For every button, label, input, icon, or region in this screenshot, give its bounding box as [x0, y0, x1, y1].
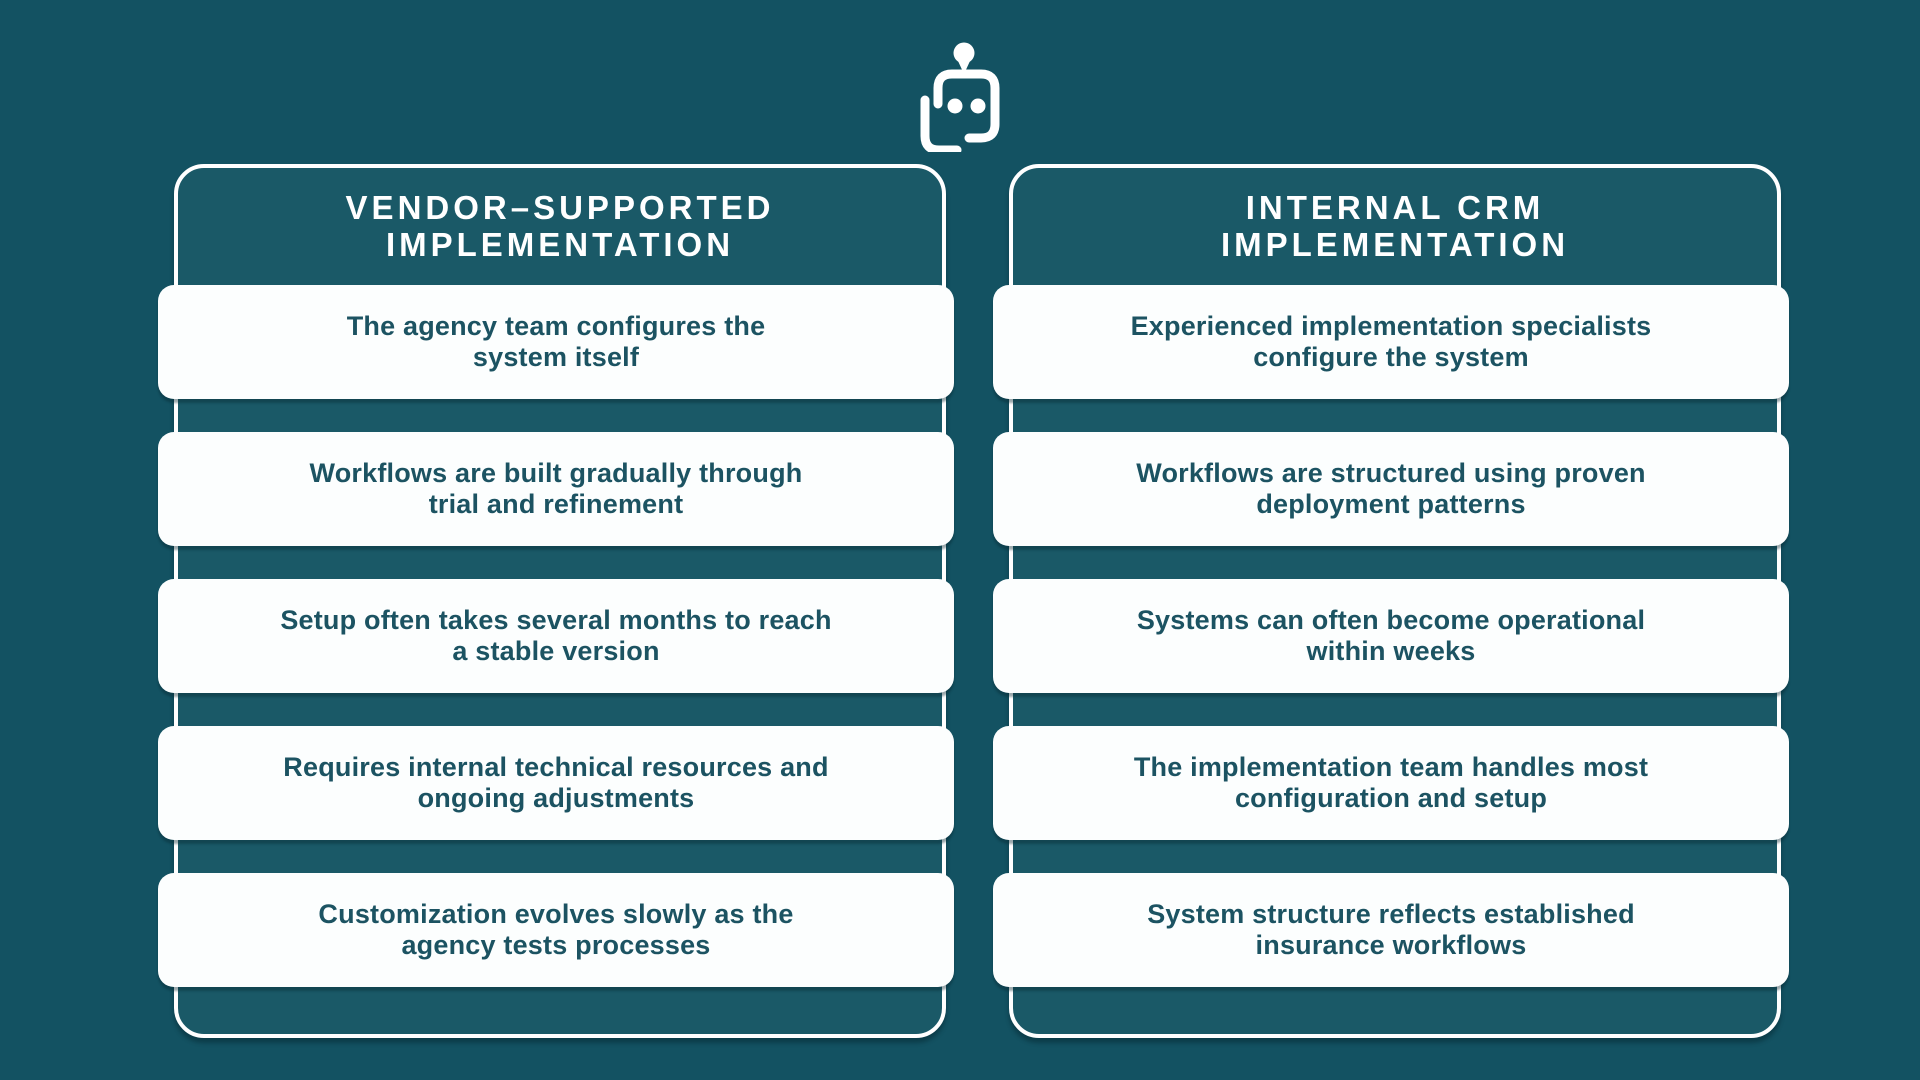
card-text: Workflows are structured using proven de…	[1136, 457, 1646, 519]
card-vendor-5: Customization evolves slowly as the agen…	[158, 873, 954, 987]
card-vendor-1: The agency team configures the system it…	[158, 285, 954, 399]
card-vendor-2: Workflows are built gradually through tr…	[158, 432, 954, 546]
card-internal-5: System structure reflects established in…	[993, 873, 1789, 987]
robot-icon	[916, 40, 1006, 155]
panel-title-internal-crm: INTERNAL CRM IMPLEMENTATION	[1220, 188, 1570, 263]
card-internal-1: Experienced implementation specialists c…	[993, 285, 1789, 399]
card-text: System structure reflects established in…	[1147, 898, 1635, 960]
card-text: Requires internal technical resources an…	[283, 751, 829, 813]
card-vendor-3: Setup often takes several months to reac…	[158, 579, 954, 693]
card-text: Customization evolves slowly as the agen…	[318, 898, 794, 960]
panel-internal-crm: INTERNAL CRM IMPLEMENTATION Experienced …	[993, 164, 1789, 1038]
card-internal-2: Workflows are structured using proven de…	[993, 432, 1789, 546]
card-internal-4: The implementation team handles most con…	[993, 726, 1789, 840]
panel-title-vendor-supported: VENDOR–SUPPORTED IMPLEMENTATION	[345, 188, 775, 263]
card-vendor-4: Requires internal technical resources an…	[158, 726, 954, 840]
card-text: Systems can often become operational wit…	[1136, 604, 1646, 666]
card-text: Experienced implementation specialists c…	[1130, 310, 1652, 372]
card-text: The agency team configures the system it…	[346, 310, 766, 372]
panel-vendor-supported: VENDOR–SUPPORTED IMPLEMENTATION The agen…	[158, 164, 954, 1038]
card-text: Workflows are built gradually through tr…	[309, 457, 803, 519]
card-text: Setup often takes several months to reac…	[280, 604, 832, 666]
card-text: The implementation team handles most con…	[1133, 751, 1649, 813]
card-internal-3: Systems can often become operational wit…	[993, 579, 1789, 693]
